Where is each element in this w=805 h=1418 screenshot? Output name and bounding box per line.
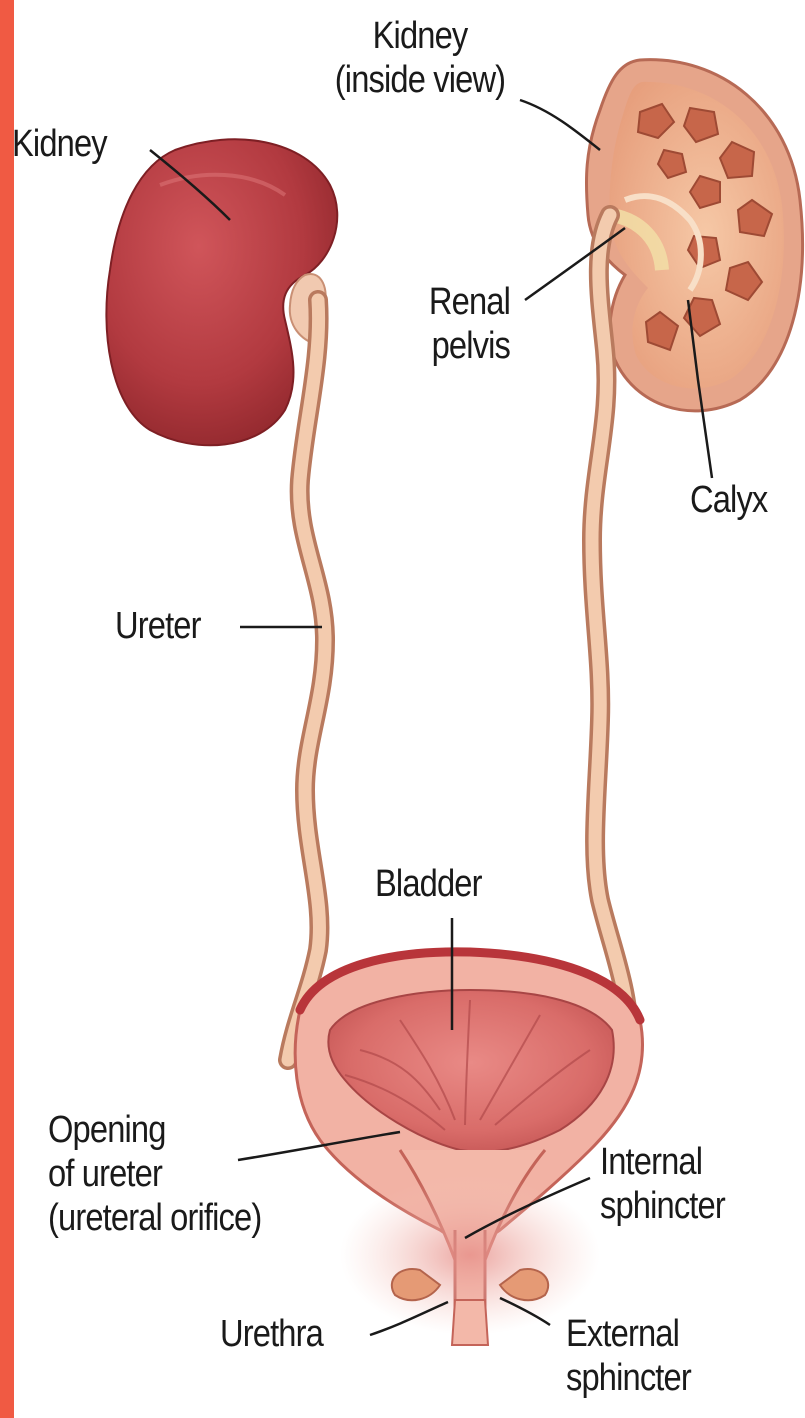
leader-renal-pelvis (525, 228, 625, 300)
label-opening-of-ureter: Opening of ureter (ureteral orifice) (48, 1108, 261, 1240)
label-kidney-inside-view: Kidney (inside view) (304, 14, 536, 102)
leader-kidney-inside (520, 100, 600, 150)
label-ureter: Ureter (115, 604, 201, 648)
label-internal-sphincter: Internal sphincter (600, 1140, 725, 1228)
bladder (295, 952, 642, 1345)
label-bladder: Bladder (375, 862, 482, 906)
label-external-sphincter: External sphincter (566, 1312, 691, 1400)
label-urethra: Urethra (220, 1312, 323, 1356)
label-calyx: Calyx (690, 478, 767, 522)
label-kidney: Kidney (12, 122, 107, 166)
label-renal-pelvis: Renal pelvis (329, 280, 510, 368)
